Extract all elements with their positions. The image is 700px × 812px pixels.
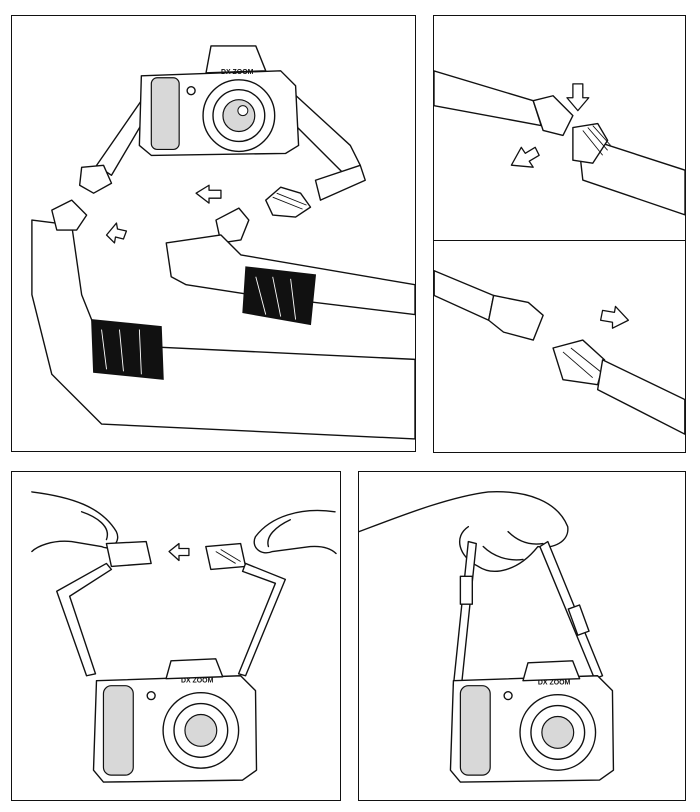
buckle-icon [459, 575, 590, 636]
camera-brand-text: DX ZOOM [221, 69, 254, 76]
strap-right-segment [314, 164, 366, 201]
panel-hands-connect: DX ZOOM [11, 471, 341, 801]
buckle-icon [51, 199, 88, 231]
hand-icon [359, 491, 569, 572]
strap-right-band [596, 359, 685, 435]
hand-icon [253, 509, 337, 555]
buckle-icon [105, 540, 152, 568]
arrow-icon [599, 305, 629, 329]
hands-connect-illustration: DX ZOOM [31, 491, 337, 783]
arrow-icon [168, 542, 190, 562]
buckle-icon [265, 186, 312, 218]
camera-icon: DX ZOOM [92, 658, 258, 783]
camera-icon: DX ZOOM [449, 660, 615, 783]
panel-buckle-join [433, 15, 686, 240]
buckle-icon [205, 542, 247, 571]
strap-right [237, 562, 287, 677]
buckle-release-illustration [434, 270, 685, 435]
strap-pad-icon [91, 319, 164, 380]
strap-left [56, 562, 113, 677]
buckle-icon [487, 294, 544, 341]
buckle-icon [78, 164, 113, 194]
camera-icon: DX ZOOM [138, 45, 300, 157]
camera-brand-text: DX ZOOM [181, 678, 214, 685]
hand-icon [31, 491, 119, 553]
buckle-icon [532, 95, 611, 164]
arrow-icon [105, 222, 128, 244]
arrow-icon [195, 184, 222, 204]
strap-overview-illustration: DX ZOOM [31, 45, 415, 440]
hand-holding-illustration: DX ZOOM [359, 491, 615, 783]
strap-left-band [434, 70, 542, 127]
strap-main-band [31, 219, 415, 440]
strap-pad-icon [242, 266, 317, 326]
buckle-icon [552, 339, 606, 386]
buckle-join-illustration [434, 70, 685, 216]
arrow-icon [566, 83, 590, 112]
strap-left-band [434, 270, 495, 321]
panel-hand-holding: DX ZOOM [358, 471, 686, 801]
panel-buckle-release [433, 240, 686, 453]
panel-strap-overview: DX ZOOM [11, 15, 416, 452]
arrow-icon [510, 146, 540, 168]
camera-brand-text: DX ZOOM [538, 680, 571, 687]
strap-left [452, 540, 477, 688]
strap-right-band [577, 134, 685, 216]
